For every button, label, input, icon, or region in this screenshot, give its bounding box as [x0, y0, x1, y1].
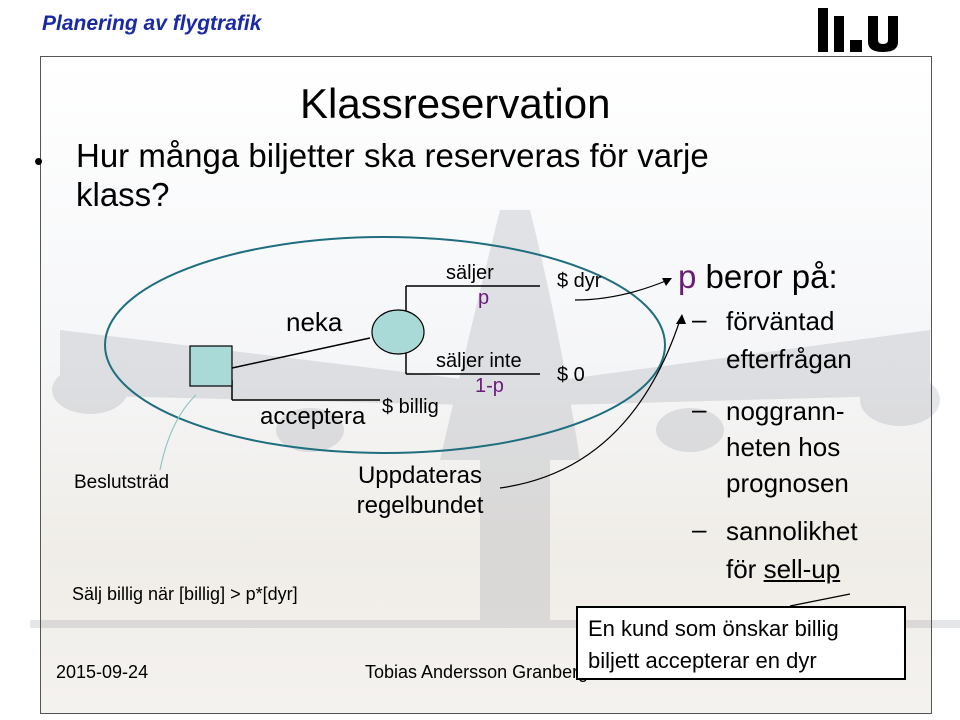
callout-pointer — [789, 593, 851, 607]
label-regelbundet: regelbundet — [356, 492, 484, 519]
label-billig: $ billig — [382, 396, 439, 418]
item-noggrann: noggrann- — [726, 396, 845, 426]
dash-1: – — [692, 304, 707, 334]
item-heten-hos: heten hos — [726, 432, 841, 462]
sell-up-text: sell-up — [763, 554, 841, 584]
chance-node — [371, 309, 425, 355]
label-acceptera: acceptera — [260, 403, 366, 430]
arrow-from-uppdateras — [499, 319, 681, 489]
label-saljer-inte: säljer inte — [436, 350, 522, 372]
callout-line-2: biljett accepterar en dyr — [588, 648, 817, 673]
item-sannolikhet: sannolikhet — [726, 516, 858, 546]
question-line-2: klass? — [76, 176, 170, 213]
liu-logo — [818, 8, 898, 52]
arrowhead-uppdateras — [676, 314, 686, 324]
question-line-1: Hur många biljetter ska reserveras för v… — [76, 137, 709, 174]
item-for: för — [726, 554, 764, 584]
header-title: Planering av flygtrafik — [42, 12, 262, 35]
label-neka: neka — [286, 307, 343, 337]
bullet-dot: • — [34, 146, 44, 176]
item-for-sell-up: för sell-up — [726, 554, 840, 585]
footer-author: Tobias Andersson Granberg — [365, 662, 589, 682]
connector-beslutstrad — [159, 394, 197, 471]
decision-node — [189, 345, 233, 387]
rule-text: Sälj billig när [billig] > p*[dyr] — [72, 584, 298, 604]
dash-3: – — [692, 514, 707, 544]
label-p: p — [478, 287, 490, 309]
beror-heading: p beror på: — [678, 258, 838, 296]
beror-text: beror på: — [696, 258, 838, 295]
slide-title: Klassreservation — [300, 80, 611, 127]
slide-frame — [40, 56, 932, 714]
label-one-minus-p: 1-p — [475, 375, 504, 397]
beror-p: p — [678, 258, 697, 295]
label-saljer: säljer — [446, 262, 494, 284]
label-dyr: $ dyr — [557, 270, 602, 292]
label-beslutstrad: Beslutsträd — [74, 472, 170, 493]
label-zero: $ 0 — [557, 364, 585, 386]
callout-line-1: En kund som önskar billig — [588, 616, 839, 641]
arrow-to-beror — [574, 279, 669, 301]
item-prognosen: prognosen — [726, 468, 849, 498]
footer-date: 2015-09-24 — [56, 662, 149, 682]
dash-2: – — [692, 394, 707, 424]
arrowhead-beror — [662, 278, 672, 286]
item-efterfragan: efterfrågan — [726, 344, 852, 374]
label-uppdateras: Uppdateras — [357, 462, 483, 489]
callout-box: En kund som önskar billig biljett accept… — [576, 606, 906, 680]
item-forvantad: förväntad — [726, 306, 835, 336]
scope-ellipse — [104, 236, 666, 454]
branch-neka — [231, 337, 371, 369]
